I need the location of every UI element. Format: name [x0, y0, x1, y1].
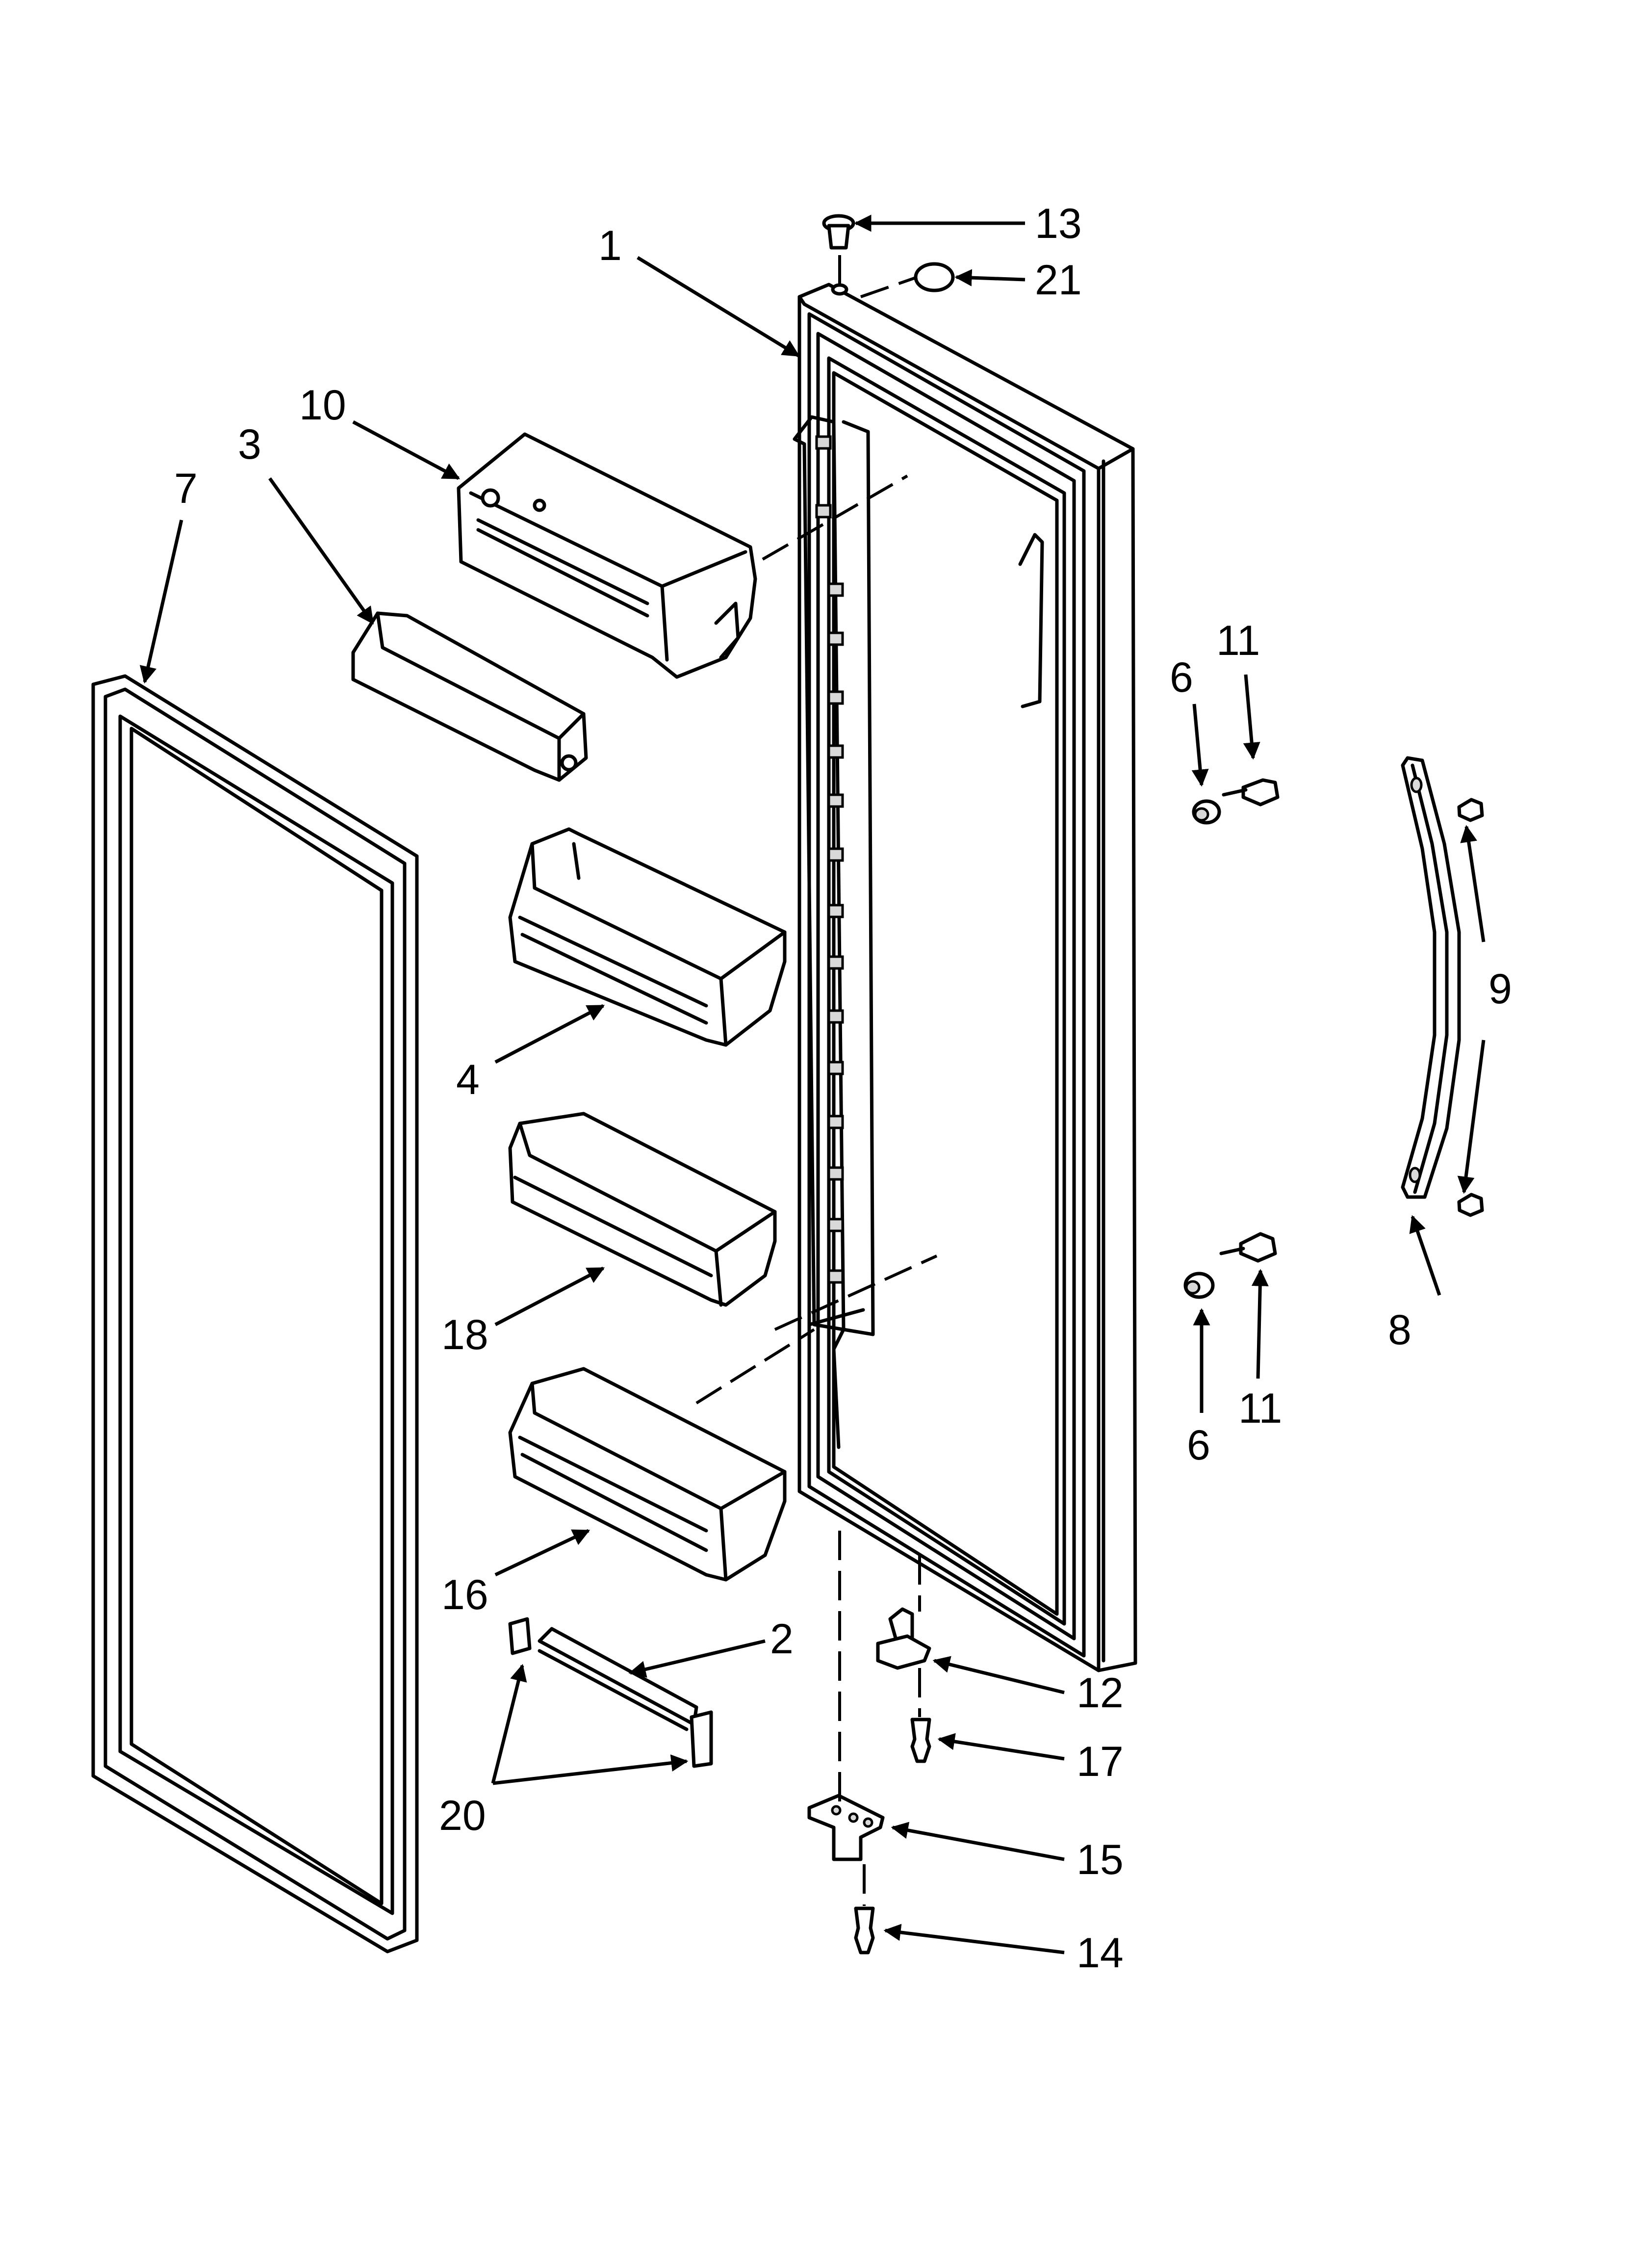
callout-7: 7 [174, 465, 198, 512]
handle-screw-lower[interactable] [1219, 1232, 1277, 1263]
callout-11-upper: 11 [1216, 617, 1260, 664]
middle-door-bin-part[interactable] [508, 1112, 777, 1307]
lower-door-bin-part[interactable] [508, 1367, 787, 1582]
callout-17: 17 [1077, 1738, 1124, 1785]
callout-20: 20 [439, 1792, 486, 1839]
dairy-compartment-housing-part[interactable] [457, 432, 757, 679]
dairy-door-part[interactable] [351, 611, 588, 782]
hinge-cap-part[interactable] [822, 214, 855, 296]
door-gasket-part[interactable] [91, 674, 419, 1954]
handle-screw-upper[interactable] [1222, 778, 1280, 807]
handle-mount-screw-upper[interactable] [1457, 798, 1484, 822]
callout-11-lower: 11 [1238, 1385, 1282, 1432]
callout-9: 9 [1488, 965, 1512, 1013]
callout-12: 12 [1077, 1669, 1124, 1717]
callout-21: 21 [1035, 257, 1082, 304]
callout-13: 13 [1035, 200, 1082, 247]
callout-16: 16 [441, 1571, 488, 1618]
callout-6-lower: 6 [1187, 1422, 1210, 1469]
door-assembly-part[interactable] [793, 283, 1137, 1672]
handle-spacer-upper[interactable] [1192, 799, 1221, 825]
callout-18: 18 [441, 1311, 488, 1358]
shelf-support-clips [815, 435, 844, 1284]
leader-lines [139, 214, 1486, 1955]
callout-8: 8 [1388, 1306, 1411, 1354]
callout-10: 10 [299, 382, 346, 429]
handle-spacer-lower[interactable] [1183, 1272, 1215, 1299]
alignment-lines [695, 255, 938, 1906]
plug-button-part[interactable] [914, 262, 955, 292]
callout-1: 1 [598, 222, 622, 269]
lower-hinge-part[interactable] [807, 1794, 885, 1861]
lower-hinge-bushing-part[interactable] [876, 1607, 931, 1670]
bin-rail-part[interactable] [538, 1627, 698, 1731]
callout-6-upper: 6 [1170, 654, 1193, 701]
callout-labels: 1 2 3 4 6 6 7 8 9 10 11 11 12 13 14 15 1… [174, 200, 1512, 1977]
door-handle-part[interactable] [1401, 756, 1461, 1199]
lower-hinge-screw-part[interactable] [854, 1906, 875, 1955]
callout-3: 3 [238, 421, 261, 468]
callout-14: 14 [1077, 1929, 1124, 1977]
hinge-screw-part[interactable] [910, 1718, 931, 1763]
handle-mount-screw-lower[interactable] [1457, 1193, 1484, 1217]
rail-end-cap-part[interactable] [508, 1617, 713, 1768]
callout-2: 2 [770, 1616, 794, 1663]
callout-4: 4 [456, 1056, 480, 1103]
upper-door-bin-part[interactable] [508, 827, 787, 1047]
callout-15: 15 [1077, 1836, 1124, 1883]
